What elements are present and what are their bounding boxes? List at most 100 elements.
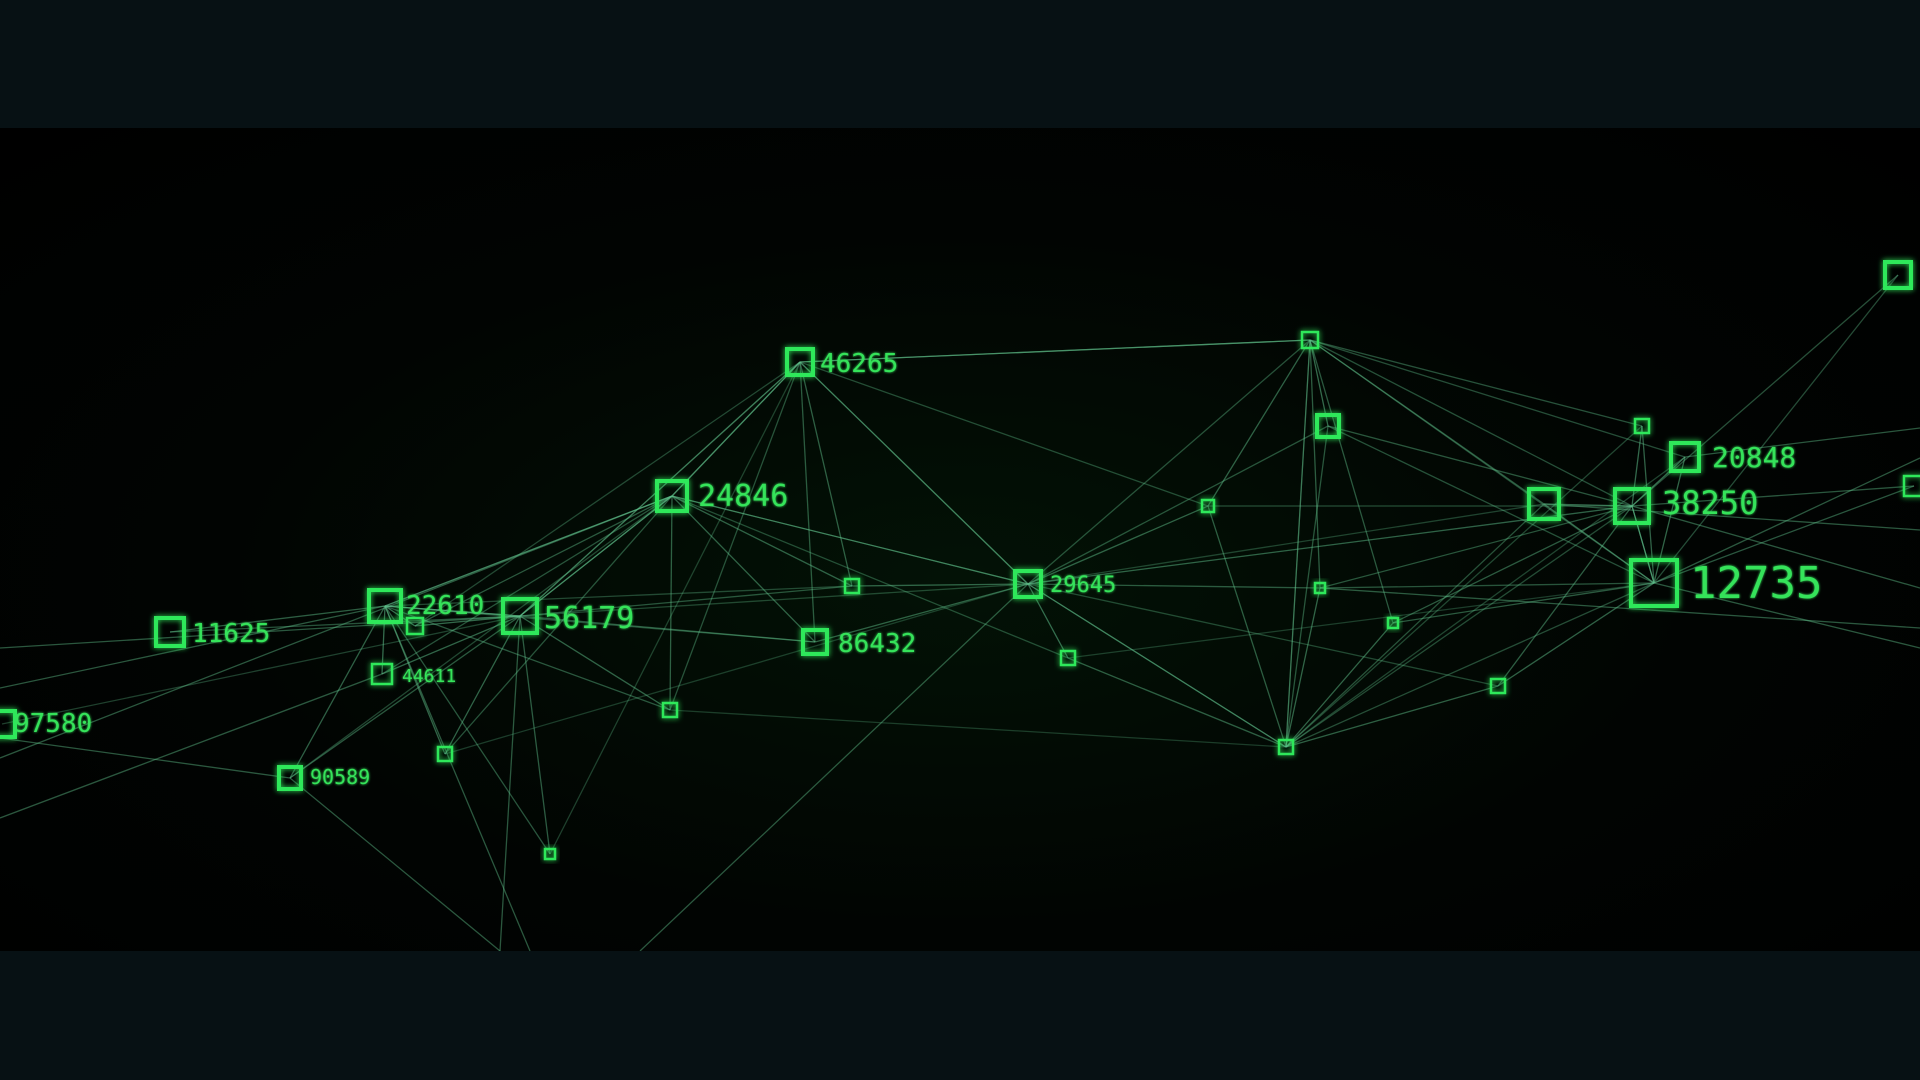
network-edge [1309, 339, 1321, 589]
network-edge [671, 361, 801, 497]
network-edge [0, 615, 521, 649]
network-edge [799, 339, 1311, 363]
network-edge [671, 495, 816, 643]
network-edge [1319, 582, 1655, 589]
network-edge [1207, 505, 1287, 748]
network-edge [1285, 505, 1633, 748]
node-label: 97580 [14, 709, 92, 739]
network-edge [384, 495, 673, 607]
network-edge [0, 673, 383, 819]
network-node-square [370, 662, 394, 686]
network-edge [1309, 339, 1394, 624]
network-edge [519, 583, 1029, 617]
network-edge [519, 615, 551, 855]
network-edge [1027, 583, 1321, 589]
network-edge [169, 605, 386, 633]
network-edge [1309, 339, 1633, 507]
network-node-square [1386, 616, 1400, 630]
network-edge [289, 495, 673, 779]
network-edge [384, 585, 853, 607]
network-edge [289, 777, 501, 951]
node-label: 12735 [1690, 558, 1822, 609]
node-label: 22610 [406, 591, 484, 621]
network-edge [1319, 505, 1633, 589]
network-edge [384, 605, 531, 951]
node-label: 90589 [310, 765, 370, 789]
network-edge [671, 495, 853, 587]
network-edge [384, 605, 671, 711]
network-node-square [1902, 474, 1920, 498]
network-edge [0, 495, 673, 759]
network-edge [671, 495, 1069, 659]
network-edge [384, 605, 521, 617]
network-edge [384, 495, 673, 607]
network-edge [384, 605, 551, 855]
network-edge [444, 615, 521, 755]
network-edge [169, 615, 521, 633]
network-edge [1207, 339, 1311, 507]
network-edge [639, 583, 1029, 951]
network-edge [1327, 425, 1655, 584]
network-node-square [785, 347, 815, 377]
letterbox-bottom [0, 951, 1920, 1080]
network-edge [381, 605, 386, 675]
network-edge [1285, 503, 1545, 748]
network-edge [1319, 587, 1920, 629]
network-node-square [1527, 487, 1561, 521]
network-node-square [1629, 558, 1679, 608]
network-node-square [655, 479, 689, 513]
network-node-square [1200, 498, 1216, 514]
network-edge [851, 583, 1029, 587]
network-edge [0, 605, 386, 689]
network-edge [1027, 425, 1329, 585]
network-edge [799, 361, 1209, 507]
network-edge [1027, 583, 1499, 687]
network-edge [1631, 485, 1915, 507]
network-edge [519, 495, 673, 617]
network-edge [384, 605, 816, 643]
network-edge [1543, 503, 1920, 531]
network-edge [1285, 425, 1643, 748]
network-edge [1285, 587, 1321, 748]
network-edge [1309, 339, 1686, 458]
network-node-square [405, 616, 425, 636]
network-scene: 46265 24846 11625 22610 56179 44611 9758… [0, 128, 1920, 951]
edge-layer [0, 274, 1920, 951]
network-node-square [1489, 677, 1507, 695]
network-edge [1631, 505, 1655, 584]
network-edge [1285, 582, 1655, 748]
network-node-square [1013, 569, 1043, 599]
network-edge [1327, 425, 1633, 507]
network-edge [1, 615, 521, 725]
node-label: 44611 [402, 666, 456, 687]
node-label: 38250 [1662, 484, 1758, 522]
network-edge [519, 615, 816, 643]
node-label: 46265 [820, 349, 898, 379]
network-edge [0, 737, 291, 779]
network-edge [1653, 485, 1915, 584]
network-node-square [367, 588, 403, 624]
network-edge [799, 361, 1029, 585]
network-node-square [1613, 487, 1651, 525]
network-edge [669, 709, 1287, 748]
network-edge [289, 605, 386, 779]
network-edge [1684, 427, 1920, 458]
network-edge [1653, 457, 1920, 584]
node-label: 86432 [838, 629, 916, 659]
network-edge [1027, 503, 1545, 585]
network-edge [1653, 582, 1920, 649]
node-label: 24846 [698, 479, 788, 514]
network-node-square [154, 616, 186, 648]
network-edge [1027, 583, 1287, 748]
network-edge [671, 495, 1029, 585]
network-graph: 46265 24846 11625 22610 56179 44611 9758… [0, 260, 1920, 951]
network-edge [669, 495, 673, 711]
network-edge [444, 583, 1029, 755]
network-edge [1027, 339, 1311, 585]
network-node-square [436, 745, 454, 763]
network-edge [444, 495, 673, 755]
network-edge [799, 339, 1311, 363]
network-edge [1309, 339, 1545, 505]
network-edge [1653, 274, 1899, 584]
